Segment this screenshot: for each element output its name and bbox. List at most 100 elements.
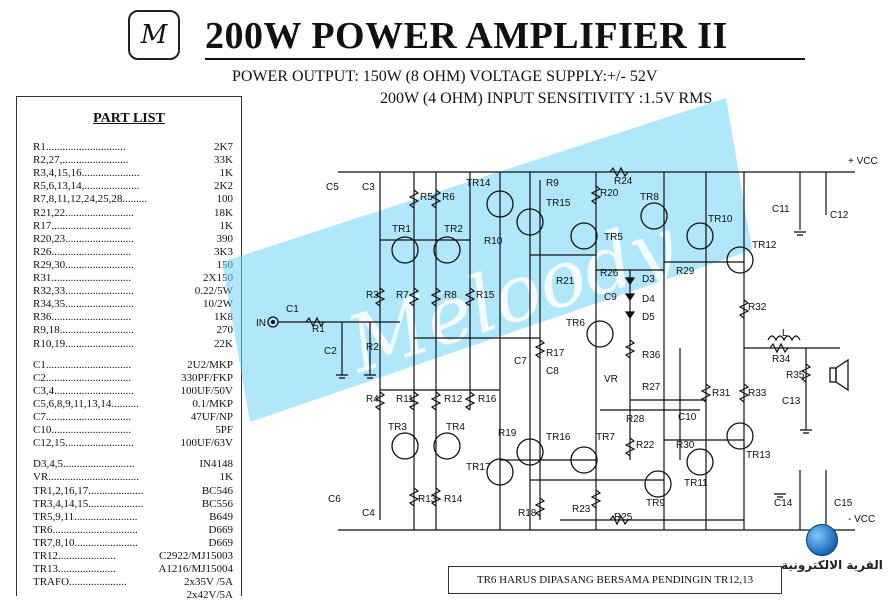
part-value: 100 — [216, 193, 234, 206]
part-value: 18K — [214, 206, 233, 219]
part-ref: C1............................... — [33, 358, 132, 371]
part-list-item: C3,4............................. 100UF/5… — [33, 385, 233, 398]
component-label: R1 — [312, 324, 325, 335]
component-label: R16 — [478, 394, 497, 405]
component-label: TR13 — [746, 450, 771, 461]
part-value: 0.22/5W — [194, 285, 233, 298]
transistor-symbols — [391, 190, 754, 498]
component-label: TR17 — [466, 462, 491, 473]
part-ref: C7............................... — [33, 411, 132, 423]
part-ref: R9,18........................... — [33, 324, 134, 337]
part-value: 5PF — [215, 424, 233, 437]
part-ref: C12,15......................... — [33, 437, 134, 450]
component-label: R34 — [772, 354, 791, 365]
component-label: R19 — [498, 428, 517, 439]
part-list-item: TR12.....................C2922/MJ15003 — [33, 550, 233, 563]
component-label: R30 — [676, 440, 695, 451]
part-ref: TR5,9,11....................... — [33, 510, 138, 523]
page-title: 200W POWER AMPLIFIER II — [205, 15, 728, 57]
component-label: C3 — [362, 182, 375, 193]
component-label: R28 — [626, 414, 645, 425]
component-label: D5 — [642, 312, 655, 323]
component-label: D4 — [642, 294, 655, 305]
component-label: TR8 — [640, 192, 659, 203]
component-label: TR2 — [444, 224, 463, 235]
part-ref: R26............................. — [33, 245, 132, 258]
part-ref: C3,4............................. — [33, 384, 134, 397]
component-label: TR9 — [646, 498, 665, 509]
part-list-item: TR7,8,10.......................D669 — [33, 537, 233, 550]
component-label: C1 — [286, 304, 299, 315]
part-list-item: R21,22......................... 18K — [33, 207, 233, 220]
component-label: R26 — [600, 268, 619, 279]
part-ref: C10............................. — [33, 424, 132, 437]
component-label: C11 — [772, 204, 790, 215]
part-list-item: VR.................................1K — [33, 471, 233, 484]
part-value: 100UF/50V — [180, 384, 233, 397]
component-label: R32 — [748, 302, 767, 313]
part-list-item: R2,27,........................ 33K — [33, 154, 233, 167]
part-value: 22K — [214, 337, 233, 350]
component-label: R14 — [444, 494, 463, 505]
component-label: R10 — [484, 236, 503, 247]
part-list-item: TR13.....................A1216/MJ15004 — [33, 563, 233, 576]
component-label: R7 — [396, 290, 409, 301]
part-ref: D3,4,5.......................... — [33, 458, 135, 471]
part-list-item: R1............................. 2K7 — [33, 141, 233, 154]
component-label: R36 — [642, 350, 661, 361]
part-list-item: TR5,9,11....................... B649 — [33, 511, 233, 524]
part-value: BC556 — [201, 497, 233, 510]
part-ref: TR1,2,16,17.................... — [33, 484, 144, 497]
component-label: TR5 — [604, 232, 623, 243]
part-value: 1K — [219, 219, 233, 232]
part-value: 2K2 — [214, 180, 233, 193]
component-label: R35 — [786, 370, 805, 381]
part-list-item: TR6...............................D669 — [33, 524, 233, 537]
part-ref: R1............................. — [33, 141, 126, 153]
site-badge-text: القرية الالكترونية — [781, 558, 883, 572]
component-label: R4 — [366, 394, 379, 405]
component-label: C2 — [324, 346, 337, 357]
component-label: C9 — [604, 292, 617, 303]
part-ref: R2,27,........................ — [33, 154, 129, 167]
part-value: 33K — [214, 154, 233, 167]
component-label: TR16 — [546, 432, 571, 443]
rail-positive-label: + VCC — [848, 156, 878, 167]
component-label: R24 — [614, 176, 633, 187]
part-value: 2K7 — [214, 141, 233, 153]
component-label: L — [782, 328, 788, 339]
part-ref: R10,19......................... — [33, 337, 134, 350]
component-label: C5 — [326, 182, 339, 193]
component-label: C12 — [830, 210, 849, 221]
spec-line-1: POWER OUTPUT: 150W (8 OHM) VOLTAGE SUPPL… — [232, 68, 658, 85]
spec-line-2: 200W (4 OHM) INPUT SENSITIVITY :1.5V RMS — [380, 90, 713, 107]
wiring — [278, 166, 855, 531]
part-ref: R5,6,13,14,.................... — [33, 180, 140, 193]
rail-negative-label: - VCC — [848, 514, 875, 525]
part-ref: R17............................. — [33, 219, 132, 232]
component-label: TR6 — [566, 318, 585, 329]
site-badge: القرية الالكترونية — [776, 522, 888, 592]
component-label: R6 — [442, 192, 455, 203]
part-ref: TR7,8,10....................... — [33, 536, 138, 549]
part-list-item: C1...............................2U2/MKP — [33, 359, 233, 372]
component-label: R13 — [418, 494, 437, 505]
part-list-item: TRAFO.....................2x35V /5A — [33, 576, 233, 589]
title-underline — [205, 58, 805, 60]
component-label: R22 — [636, 440, 655, 451]
part-value: 3K3 — [214, 245, 233, 258]
component-label: TR3 — [388, 422, 407, 433]
component-label: R12 — [444, 394, 463, 405]
part-list-item: R20,23.........................390 — [33, 233, 233, 246]
part-value: B649 — [209, 510, 233, 523]
part-value: C2922/MJ15003 — [159, 550, 233, 562]
component-label: C4 — [362, 508, 375, 519]
part-ref: R29,30......................... — [33, 258, 134, 271]
part-list-item: C12,15.........................100UF/63V — [33, 437, 233, 450]
part-ref: TR3,4,14,15.................... — [33, 497, 144, 510]
part-ref: R21,22......................... — [33, 206, 134, 219]
component-label: VR — [604, 374, 618, 385]
part-list-item: TR3,4,14,15.................... BC556 — [33, 498, 233, 511]
part-ref: R36............................. — [33, 311, 132, 324]
